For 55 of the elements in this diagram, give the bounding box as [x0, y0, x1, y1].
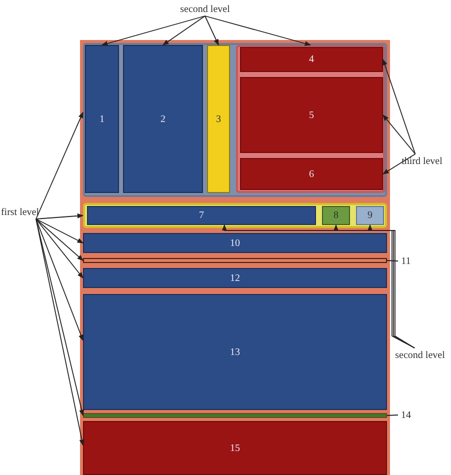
- treemap-block: [87, 206, 316, 225]
- level-label: second level: [395, 350, 445, 360]
- block-number: 13: [230, 346, 240, 358]
- block-number: 9: [368, 210, 372, 221]
- arrow: [204, 16, 312, 46]
- level-label: second level: [180, 4, 230, 14]
- arrow: [36, 218, 84, 261]
- leader-line: [386, 260, 398, 262]
- level-label: first level: [0, 206, 40, 218]
- block-number: 8: [334, 210, 338, 221]
- level-label: third level: [402, 156, 442, 166]
- treemap-band: [83, 258, 387, 263]
- arrow: [382, 114, 416, 154]
- block-number: 15: [230, 442, 240, 454]
- block-number: 2: [160, 114, 166, 124]
- arrow: [36, 218, 84, 278]
- arrow: [101, 16, 206, 46]
- treemap-block: [207, 45, 230, 193]
- arrow: [222, 224, 416, 348]
- arrow: [382, 58, 416, 154]
- block-number: 12: [230, 272, 240, 284]
- callout-number: 14: [401, 410, 411, 420]
- treemap-block: [240, 47, 383, 72]
- leader-line: [386, 414, 398, 416]
- callout-number: 11: [401, 256, 411, 266]
- block-number: 4: [309, 54, 314, 65]
- arrow: [36, 218, 84, 244]
- block-number: 7: [199, 210, 204, 221]
- treemap-block: [83, 421, 387, 475]
- treemap-group: [83, 43, 387, 197]
- treemap-block: [83, 268, 387, 288]
- arrow: [162, 16, 206, 46]
- arrow: [36, 218, 84, 341]
- treemap-block: [356, 206, 384, 225]
- treemap-block: [83, 233, 387, 253]
- arrow: [367, 224, 416, 348]
- treemap-block: [240, 158, 383, 190]
- arrow: [333, 224, 416, 348]
- arrow: [204, 16, 219, 46]
- block-number: 3: [216, 114, 221, 124]
- treemap-group: [83, 203, 387, 228]
- arrow: [36, 213, 84, 220]
- treemap-block: [123, 45, 203, 193]
- treemap-block: [322, 206, 350, 225]
- treemap-block: [240, 77, 383, 153]
- arrow: [36, 112, 84, 220]
- treemap-band: [83, 413, 387, 418]
- block-number: 5: [309, 110, 314, 120]
- treemap-block: [85, 45, 119, 193]
- block-number: 1: [100, 114, 104, 124]
- treemap-group: [236, 45, 385, 193]
- block-number: 10: [230, 238, 240, 248]
- block-number: 6: [309, 168, 314, 180]
- arrow: [382, 154, 416, 174]
- treemap-block: [83, 294, 387, 410]
